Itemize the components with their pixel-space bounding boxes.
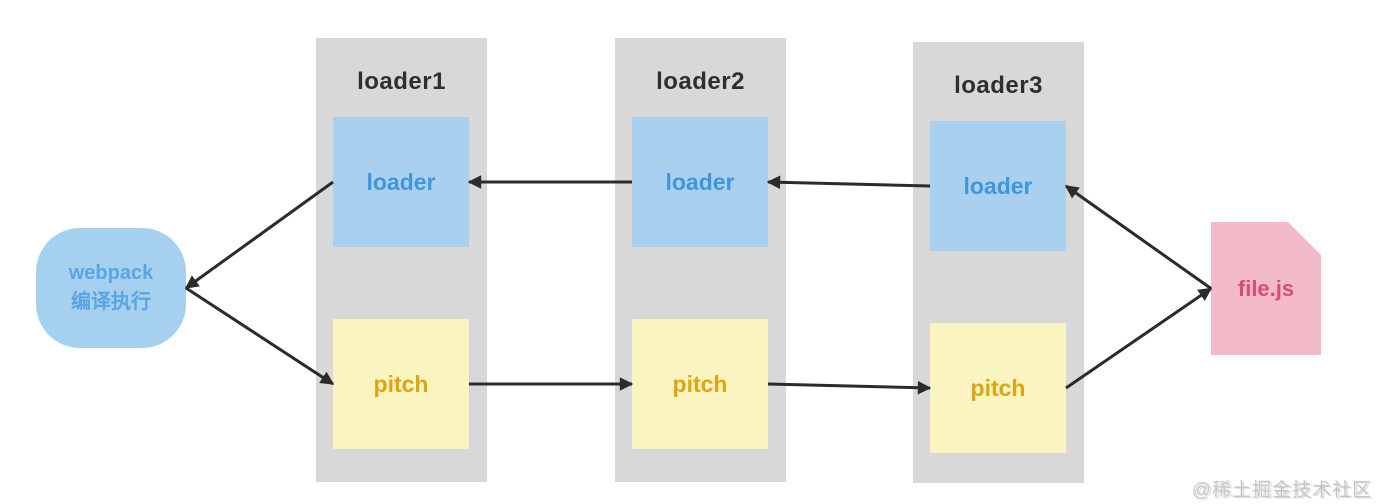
loader2-column: loader2 loader pitch <box>615 38 786 482</box>
loader3-loader-box: loader <box>930 121 1066 251</box>
webpack-node-label-line2: 编译执行 <box>71 291 151 313</box>
watermark-text: @稀土掘金技术社区 <box>1191 480 1372 501</box>
file-node: file.js <box>1211 222 1321 355</box>
loader2-loader-label: loader <box>665 168 735 195</box>
loader2-pitch-label: pitch <box>672 370 728 397</box>
loader1-loader-label: loader <box>366 168 436 195</box>
loader3-loader-label: loader <box>963 172 1033 199</box>
loader2-pitch-box: pitch <box>632 319 768 449</box>
loader3-pitch-box: pitch <box>930 323 1066 453</box>
loader1-pitch-label: pitch <box>373 370 429 397</box>
loader3-column-title: loader3 <box>954 72 1043 99</box>
file-node-label: file.js <box>1237 275 1295 301</box>
loader1-pitch-box: pitch <box>333 319 469 449</box>
loader1-column: loader1 loader pitch <box>316 38 487 482</box>
loader2-loader-box: loader <box>632 117 768 247</box>
webpack-node: webpack 编译执行 <box>36 228 186 348</box>
loader3-column: loader3 loader pitch <box>913 42 1084 483</box>
webpack-node-label-line1: webpack <box>68 262 154 284</box>
loader2-column-title: loader2 <box>656 68 745 95</box>
loader3-pitch-label: pitch <box>970 374 1026 401</box>
loader1-loader-box: loader <box>333 117 469 247</box>
loader1-column-title: loader1 <box>357 68 446 95</box>
